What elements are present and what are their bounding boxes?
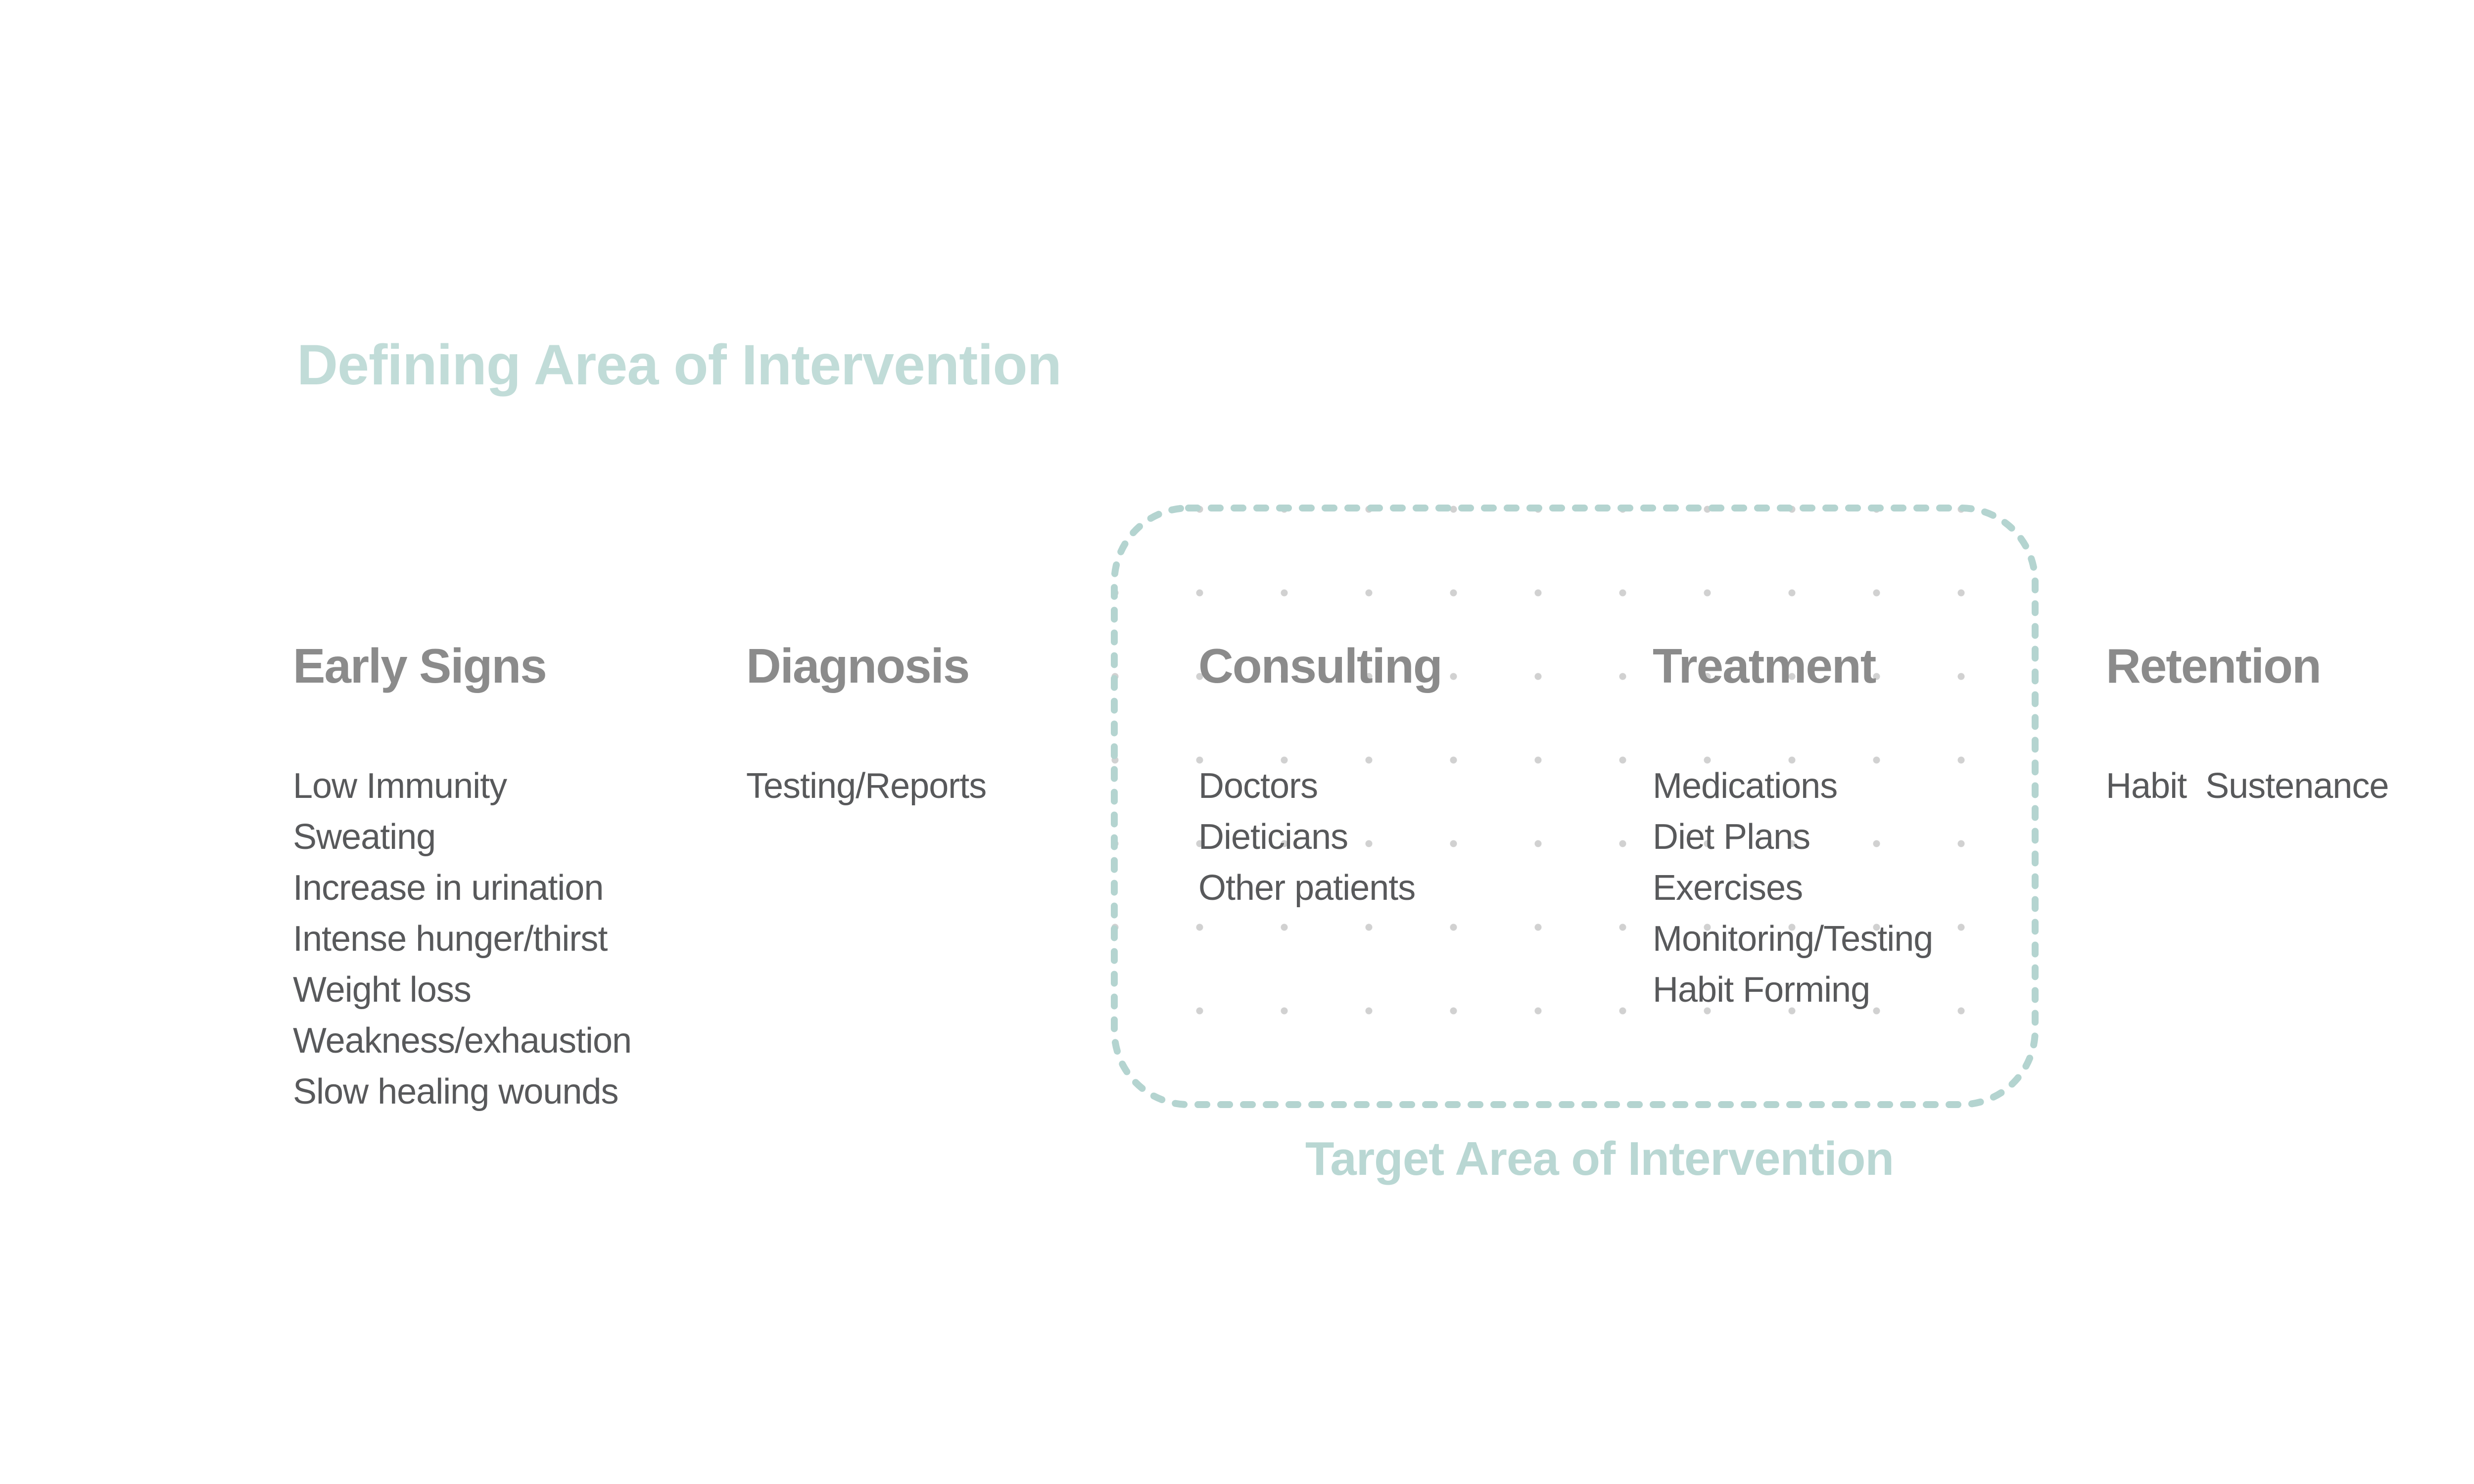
column-header: Consulting — [1198, 639, 1443, 693]
list-item: Other patients — [1198, 868, 1416, 908]
list-item: Habit Sustenance — [2106, 766, 2389, 806]
list-item: Dieticians — [1198, 817, 1348, 857]
list-item: Doctors — [1198, 766, 1318, 806]
list-item: Intense hunger/thirst — [293, 919, 608, 959]
page-title: Defining Area of Intervention — [297, 333, 1062, 397]
column-treatment: Treatment Medications Diet Plans Exercis… — [1653, 638, 1933, 1016]
list-item: Increase in urination — [293, 868, 604, 908]
column-header: Treatment — [1653, 639, 1876, 693]
dot-grid-pattern — [1111, 505, 2039, 1049]
column-retention: Retention Habit Sustenance — [2106, 638, 2389, 812]
list-item: Exercises — [1653, 868, 1803, 908]
target-area-box — [1111, 505, 2039, 1108]
list-item: Weakness/exhaustion — [293, 1021, 632, 1061]
target-area-label: Target Area of Intervention — [1305, 1132, 1894, 1185]
list-item: Weight loss — [293, 970, 472, 1010]
list-item: Monitoring/Testing — [1653, 919, 1933, 959]
column-header: Diagnosis — [746, 639, 970, 693]
list-item: Sweating — [293, 817, 436, 857]
column-item-list: Habit Sustenance — [2106, 761, 2389, 812]
list-item: Habit Forming — [1653, 970, 1870, 1010]
column-header: Early Signs — [293, 639, 547, 693]
column-consulting: Consulting Doctors Dieticians Other pati… — [1198, 638, 1443, 914]
list-item: Medications — [1653, 766, 1838, 806]
dashed-border — [1111, 505, 2039, 1108]
column-item-list: Medications Diet Plans Exercises Monitor… — [1653, 761, 1933, 1016]
column-early-signs: Early Signs Low Immunity Sweating Increa… — [293, 638, 632, 1117]
list-item: Diet Plans — [1653, 817, 1810, 857]
column-item-list: Low Immunity Sweating Increase in urinat… — [293, 761, 632, 1117]
column-item-list: Doctors Dieticians Other patients — [1198, 761, 1442, 914]
column-item-list: Testing/Reports — [746, 761, 987, 812]
list-item: Testing/Reports — [746, 766, 987, 806]
column-diagnosis: Diagnosis Testing/Reports — [746, 638, 987, 812]
list-item: Slow healing wounds — [293, 1072, 618, 1112]
column-header: Retention — [2106, 639, 2322, 693]
list-item: Low Immunity — [293, 766, 507, 806]
